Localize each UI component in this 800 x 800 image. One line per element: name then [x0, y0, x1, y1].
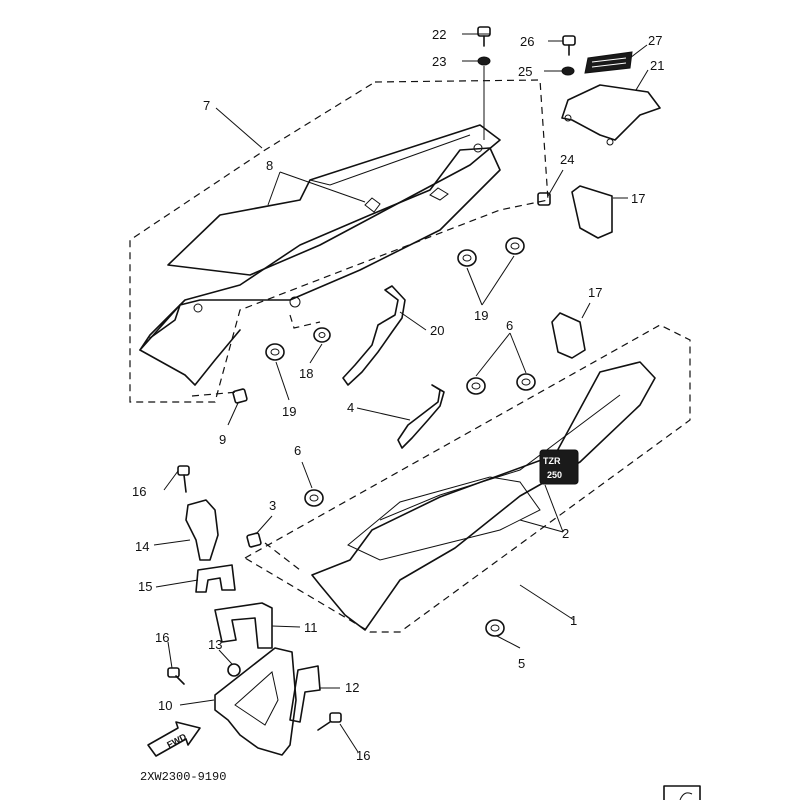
bolt-16-c [317, 712, 342, 731]
callout-16-middle: 16 [155, 630, 169, 645]
stay-10 [214, 647, 297, 756]
leader-lines [153, 33, 649, 753]
seat [167, 124, 501, 276]
seat-badge-line1: TZR [543, 456, 561, 466]
grommet-6-a [466, 377, 486, 395]
callout-19-right: 19 [474, 308, 488, 323]
grommet-6-b [516, 373, 536, 391]
callout-22: 22 [432, 27, 446, 42]
nut-13 [227, 663, 241, 677]
callout-1: 1 [570, 613, 577, 628]
callout-13: 13 [208, 637, 222, 652]
fastener-line-b [289, 314, 321, 329]
bracket-12 [289, 665, 321, 723]
callout-12: 12 [345, 680, 359, 695]
grommet-6-c [304, 489, 324, 507]
bolt-22 [477, 26, 491, 47]
callout-6-lower: 6 [294, 443, 301, 458]
fastener-line-c [264, 542, 301, 571]
grommet-5 [485, 619, 505, 637]
nut-24 [537, 192, 551, 206]
side-pad-upper [571, 185, 613, 239]
callout-7: 7 [203, 98, 210, 113]
callout-14: 14 [135, 539, 149, 554]
callout-5: 5 [518, 656, 525, 671]
callout-11: 11 [304, 620, 318, 635]
seat-assembly-boundary [129, 79, 549, 403]
callout-24: 24 [560, 152, 574, 167]
callout-18: 18 [299, 366, 313, 381]
callout-15: 15 [138, 579, 152, 594]
callout-10: 10 [158, 698, 172, 713]
bracket-20 [342, 285, 406, 386]
emblem [584, 51, 633, 74]
callout-25: 25 [518, 64, 532, 79]
callout-4: 4 [347, 400, 354, 415]
drawing-code: 2XW2300-9190 [140, 770, 226, 784]
callout-17-lower: 17 [588, 285, 602, 300]
callout-20: 20 [430, 323, 444, 338]
grommet-18 [313, 327, 331, 343]
callout-23: 23 [432, 54, 446, 69]
corner-mark [663, 785, 701, 800]
callout-3: 3 [269, 498, 276, 513]
collar-9 [232, 388, 248, 404]
callout-21: 21 [650, 58, 664, 73]
callout-27: 27 [648, 33, 662, 48]
bracket-4 [397, 384, 445, 449]
bolt-16-b [167, 667, 185, 685]
forward-arrow-icon [147, 721, 201, 757]
grommet-19-c [505, 237, 525, 255]
callout-26: 26 [520, 34, 534, 49]
bolt-26 [562, 35, 576, 56]
callout-6-upper: 6 [506, 318, 513, 333]
tail-cover [561, 84, 661, 146]
seat-frame [139, 143, 501, 386]
side-pad-lower [551, 312, 586, 359]
washer-25 [561, 66, 575, 76]
callout-16-lower: 16 [356, 748, 370, 763]
side-cover [311, 361, 656, 631]
rubber-strap-11 [214, 602, 273, 649]
callout-8: 8 [266, 158, 273, 173]
fastener-line-a [191, 391, 239, 397]
clamp-15 [195, 564, 236, 593]
bracket-14 [185, 499, 219, 561]
seat-badge-line2: 250 [547, 470, 562, 480]
grommet-19-b [457, 249, 477, 267]
callout-17-upper: 17 [631, 191, 645, 206]
callout-9: 9 [219, 432, 226, 447]
callout-16-upper: 16 [132, 484, 146, 499]
bolt-16-a [177, 465, 190, 493]
collar-3 [246, 532, 262, 548]
callout-19-left: 19 [282, 404, 296, 419]
grommet-19-a [265, 343, 285, 361]
callout-2: 2 [562, 526, 569, 541]
cover-assembly-boundary [243, 324, 691, 633]
washer-23 [477, 56, 491, 66]
